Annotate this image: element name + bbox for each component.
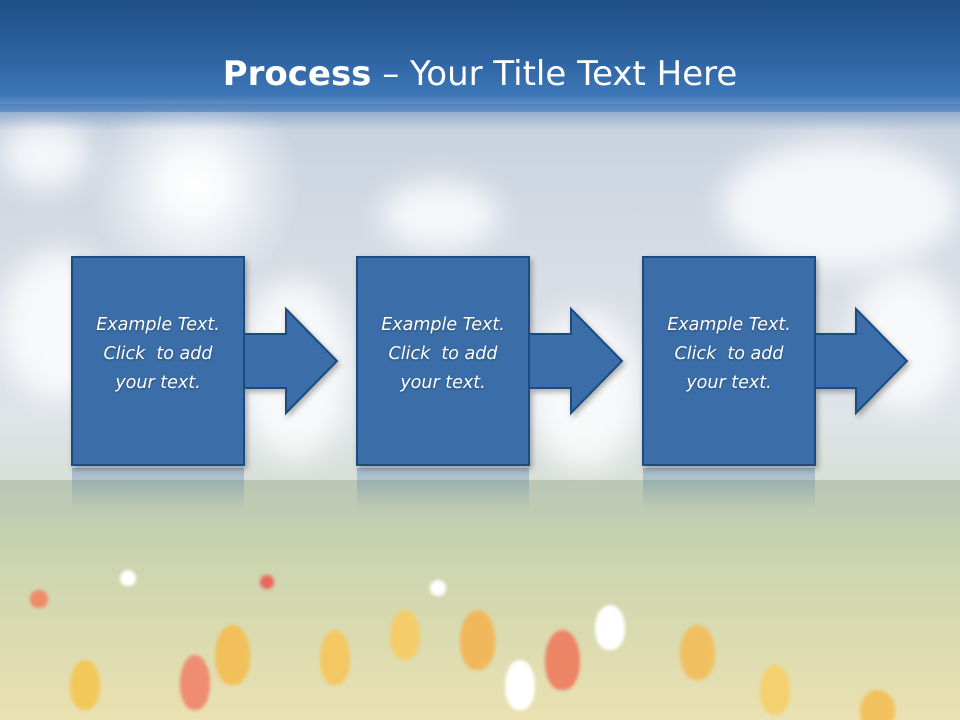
tulip [460,610,495,670]
tulip [320,630,350,685]
tulip [260,575,274,589]
step-2-arrow [527,306,624,416]
step-3-line-2: Click to add [674,344,784,364]
step-1-box [71,256,245,466]
step-1-line-2: Click to add [103,344,213,364]
title-band [0,0,960,112]
step-1-line-3: your text. [115,373,201,393]
tulip [595,605,625,650]
cloud [720,140,960,270]
step-2-box [356,256,530,466]
step-2-line-1: Example Text. [381,315,505,335]
step-1-text[interactable]: Example Text. Click to add your text. [72,311,244,398]
title-rest-part: – Your Title Text Here [371,54,738,94]
step-2-reflection [357,468,529,510]
step-3-line-1: Example Text. [667,315,791,335]
step-1-shape[interactable] [71,256,339,466]
step-2-line-2: Click to add [388,344,498,364]
step-3-reflection [643,468,815,510]
tulip [390,610,420,660]
cloud [380,180,500,250]
step-1-arrow [242,306,339,416]
step-1-line-1: Example Text. [96,315,220,335]
title-band-fade [0,104,960,130]
tulip [680,625,715,680]
tulip [545,630,580,690]
tulip [860,690,895,720]
step-3-arrow [813,306,909,416]
step-1-reflection [72,468,244,510]
tulip [30,590,48,608]
tulip [70,660,100,710]
tulip [215,625,250,685]
tulip [760,665,790,715]
tulip [120,570,136,586]
step-2-line-3: your text. [400,373,486,393]
step-3-line-3: your text. [686,373,772,393]
step-2-shape[interactable] [356,256,624,466]
slide-title[interactable]: Process – Your Title Text Here [0,52,960,96]
title-bold-part: Process [222,54,372,94]
step-2-text[interactable]: Example Text. Click to add your text. [357,311,529,398]
tulip [505,660,535,710]
step-3-box [642,256,816,466]
step-3-shape[interactable] [642,256,909,466]
flower-meadow [0,480,960,720]
tulip [180,655,210,710]
cloud [0,120,90,190]
step-3-text[interactable]: Example Text. Click to add your text. [643,311,815,398]
tulip [430,580,446,596]
